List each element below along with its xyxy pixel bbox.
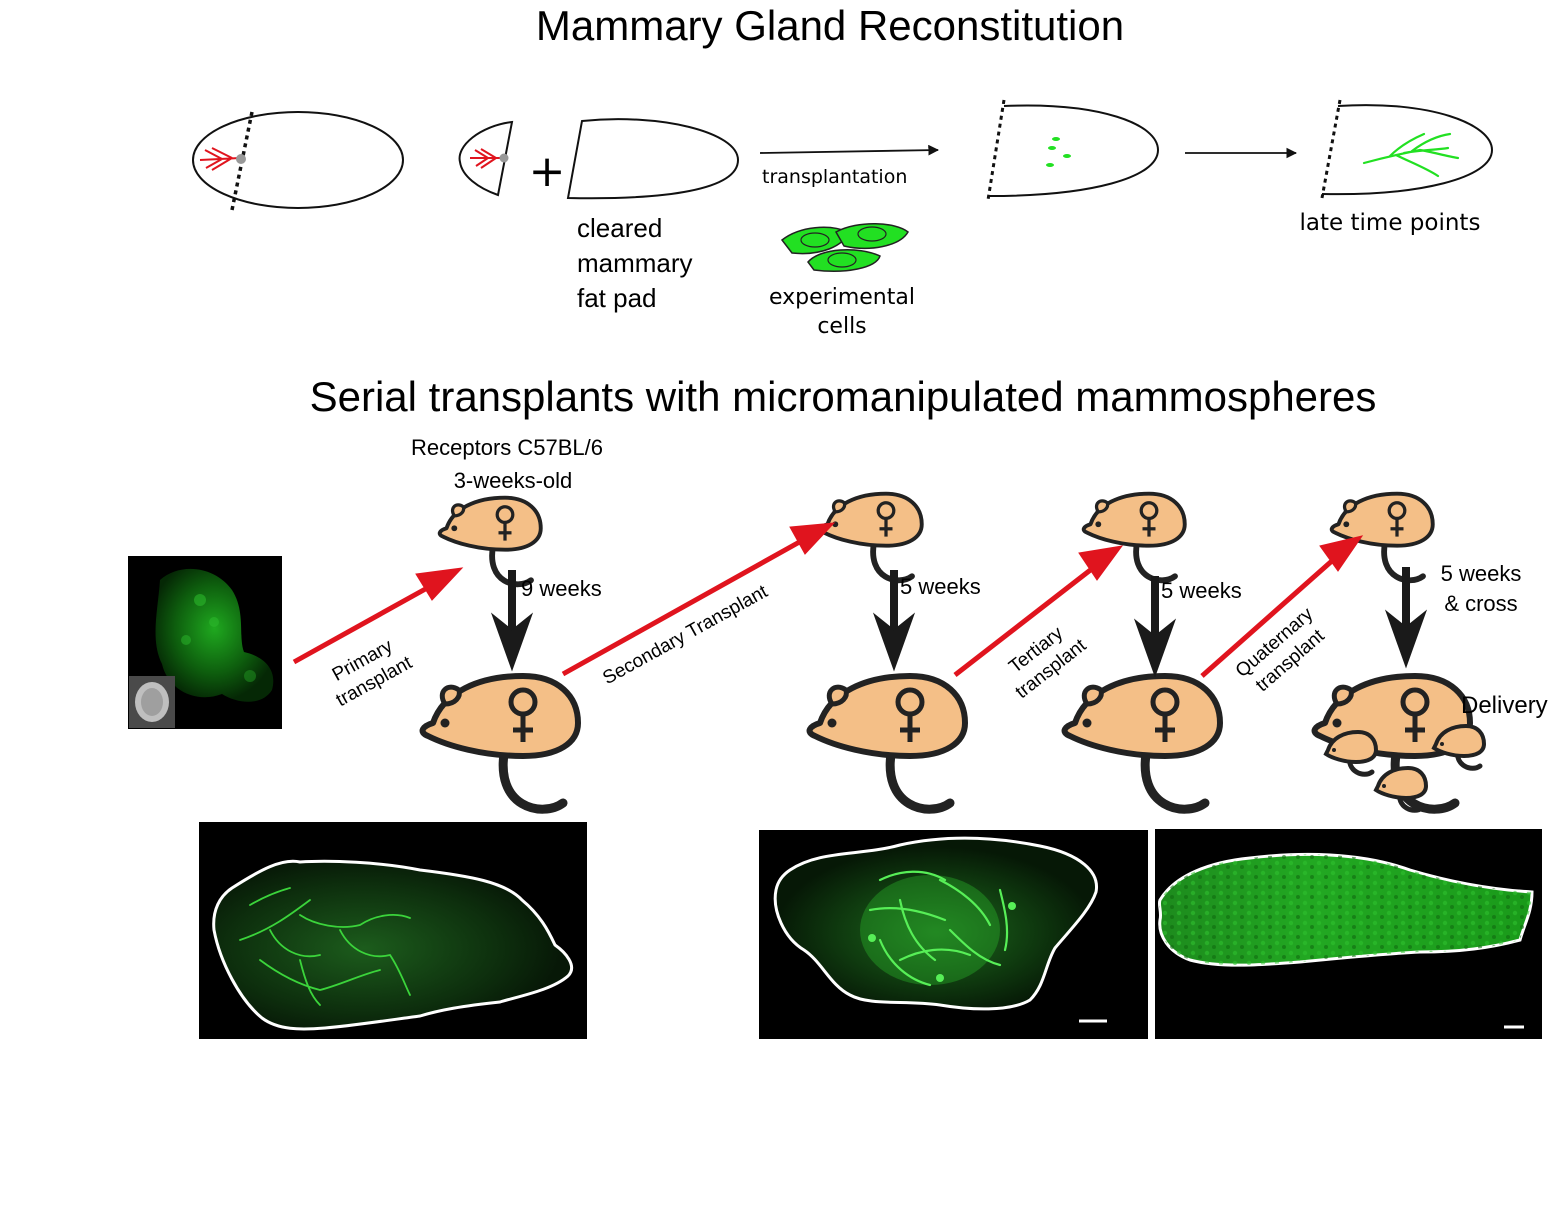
transplant-arrows (292, 522, 1364, 678)
gland-micrograph-tertiary (759, 830, 1148, 1039)
wait-label-3: 5 weeks (1161, 578, 1242, 603)
wait-label-2: 5 weeks (900, 574, 981, 599)
fat-pad-label-line2: mammary (577, 248, 693, 278)
excised-fragment (458, 120, 514, 197)
receptors-line1: Receptors C57BL/6 (411, 435, 603, 460)
late-label: late time points (1300, 210, 1481, 236)
bottom-title: Serial transplants with micromanipulated… (310, 373, 1377, 420)
wait-label-4-line1: 5 weeks (1441, 561, 1522, 586)
fat-pad-label-line1: cleared (577, 213, 662, 243)
cells-label-line1: experimental (769, 285, 915, 310)
wait-arrows (490, 567, 1428, 678)
arrow-label-2: Secondary Transplant (599, 581, 771, 689)
transplantation-label: transplantation (762, 166, 907, 188)
mouse-receptor-2 (821, 494, 922, 581)
regenerated-gland-late (1320, 99, 1494, 199)
cleared-fat-pad (566, 118, 740, 200)
mouse-transplanted-3 (1065, 676, 1220, 809)
pup-3 (1434, 726, 1484, 768)
intact-gland (192, 111, 404, 211)
delivery-label: Delivery (1461, 692, 1548, 719)
experimental-cells-icon (780, 223, 909, 272)
wait-label-4-line2: & cross (1444, 591, 1517, 616)
transplanted-gland-early (986, 99, 1160, 201)
plus-sign: + (529, 146, 566, 197)
wait-label-1: 9 weeks (521, 576, 602, 601)
mouse-receptor-4 (1332, 494, 1433, 581)
mouse-transplanted-1 (423, 676, 578, 809)
mammosphere-micrograph (128, 556, 282, 729)
top-title: Mammary Gland Reconstitution (536, 2, 1124, 49)
gland-micrograph-quaternary (1155, 829, 1542, 1039)
fat-pad-label-line3: fat pad (577, 283, 657, 313)
mouse-transplanted-2 (810, 676, 965, 809)
gland-micrograph-primary (199, 822, 587, 1039)
transplantation-arrow (759, 144, 940, 156)
pup-1 (1326, 732, 1376, 774)
cells-label-line2: cells (817, 314, 866, 339)
receptors-line2: 3-weeks-old (454, 468, 573, 493)
